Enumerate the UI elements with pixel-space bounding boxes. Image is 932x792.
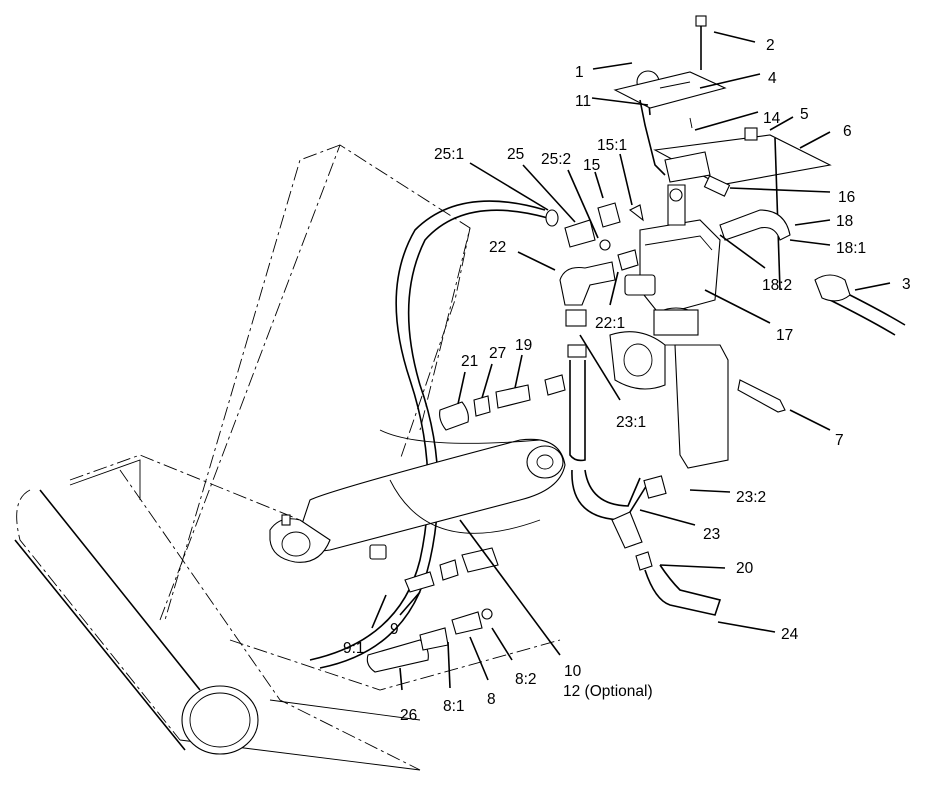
callout-8-1: 8:1: [443, 698, 465, 715]
mount-bracket: [653, 127, 832, 291]
callout-24: 24: [781, 626, 799, 643]
callout-8: 8: [487, 691, 496, 708]
callout-11: 11: [575, 93, 591, 110]
callout-9-1: 9:1: [343, 640, 365, 657]
callout-3: 3: [902, 276, 911, 293]
upper-fittings-row: [439, 374, 566, 431]
callout-5: 5: [800, 106, 809, 123]
callout-9: 9: [390, 621, 399, 638]
leader-lines: [371, 31, 891, 691]
callout-19: 19: [515, 337, 532, 354]
callout-1: 1: [575, 64, 584, 81]
callout-18-1: 18:1: [836, 240, 866, 257]
right-fittings: [719, 209, 851, 413]
callout-26: 26: [400, 707, 417, 724]
callout-25: 25: [507, 146, 524, 163]
pump-housing: [609, 331, 729, 469]
callout-17: 17: [776, 327, 793, 344]
callout-6: 6: [843, 123, 852, 140]
callout-12-optional: 12 (Optional): [563, 683, 653, 700]
callout-10: 10: [564, 663, 582, 680]
lift-cylinder: [269, 429, 566, 563]
control-valve: [624, 184, 721, 336]
callout-15-1: 15:1: [597, 137, 627, 154]
callout-23: 23: [703, 526, 720, 543]
callout-25-1: 25:1: [434, 146, 464, 163]
callout-8-2: 8:2: [515, 671, 537, 688]
callout-22: 22: [489, 239, 506, 256]
callout-18: 18: [836, 213, 853, 230]
return-hose-assembly: [559, 261, 722, 616]
callout-4: 4: [768, 70, 777, 87]
callout-14: 14: [763, 110, 781, 127]
upper-left-fittings: [545, 202, 644, 271]
roller-tube: [14, 459, 259, 755]
callout-16: 16: [838, 189, 855, 206]
callout-27: 27: [489, 345, 506, 362]
callout-20: 20: [736, 560, 754, 577]
control-lever-assembly: [613, 15, 727, 176]
callout-23-2: 23:2: [736, 489, 766, 506]
callout-21: 21: [461, 353, 478, 370]
callout-22-1: 22:1: [595, 315, 625, 332]
lower-fittings-row: [366, 547, 499, 673]
callout-2: 2: [766, 37, 775, 54]
callout-23-1: 23:1: [616, 414, 646, 431]
callout-18-2: 18:2: [762, 277, 792, 294]
callout-7: 7: [835, 432, 844, 449]
callout-15: 15: [583, 157, 600, 174]
callout-labels: 1 2 3 4 5 6 7 8 8:1 8:2 9 9:1 10 12 (Opt…: [343, 37, 911, 724]
callout-25-2: 25:2: [541, 151, 571, 168]
